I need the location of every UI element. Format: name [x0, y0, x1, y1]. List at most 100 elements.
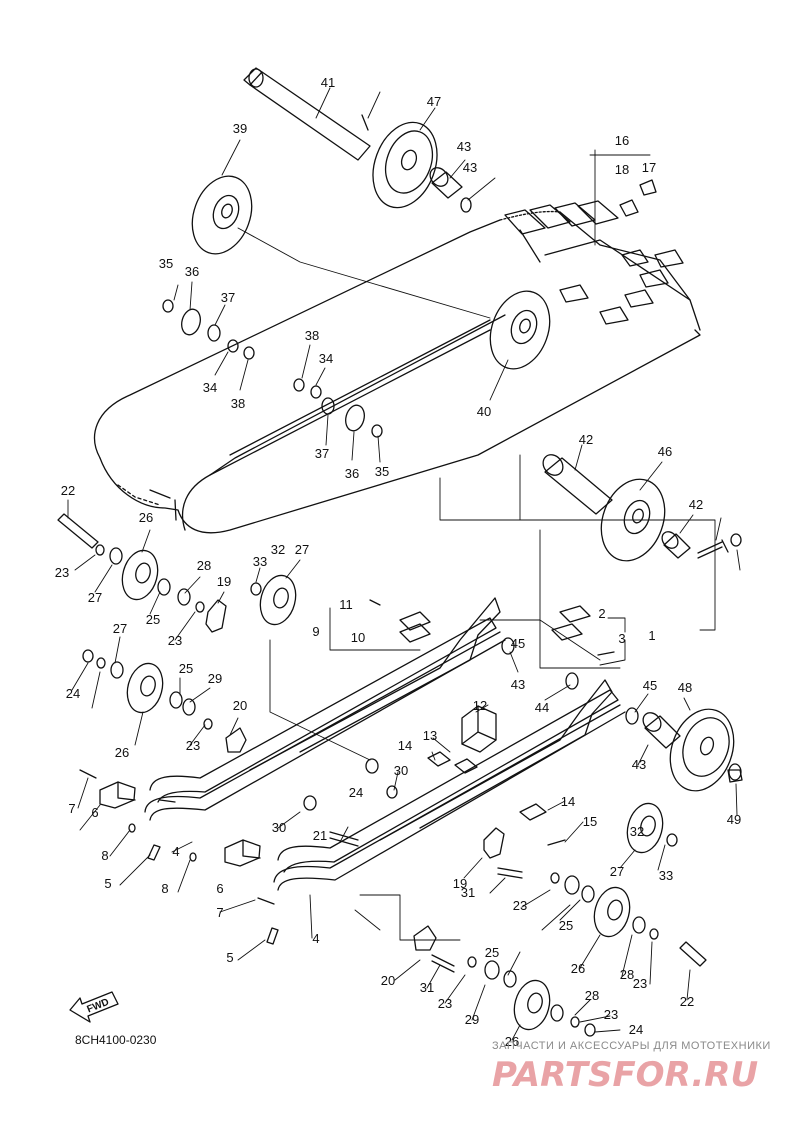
watermark-subtitle: ЗАПЧАСТИ И АКСЕССУАРЫ ДЛЯ МОТОТЕХНИКИ [492, 1040, 771, 1052]
callout-46: 46 [658, 444, 672, 459]
callout-38: 38 [231, 396, 245, 411]
bolts [57, 513, 743, 973]
pins [79, 114, 615, 905]
spacer-40 [661, 531, 691, 559]
shaft-41 [542, 454, 613, 515]
callout-20: 20 [233, 698, 247, 713]
callout-25: 25 [179, 661, 193, 676]
callout-26: 26 [571, 961, 585, 976]
callout-10: 10 [351, 630, 365, 645]
callout-32: 32 [271, 542, 285, 557]
wheel-38-top [191, 175, 253, 255]
callout-39: 39 [233, 121, 247, 136]
callout-6: 6 [91, 805, 98, 820]
callout-23: 23 [604, 1007, 618, 1022]
callout-37: 37 [315, 446, 329, 461]
wheel-31-upper [259, 574, 297, 626]
callout-36: 36 [185, 264, 199, 279]
callout-48: 48 [678, 680, 692, 695]
wheel-38-mid [489, 290, 551, 370]
callout-25: 25 [485, 945, 499, 960]
callout-17: 17 [642, 160, 656, 175]
slider-6-left [99, 781, 136, 809]
callout-7: 7 [68, 801, 75, 816]
callout-22: 22 [61, 483, 75, 498]
wheel-31-lower [626, 802, 664, 854]
callout-23: 23 [186, 738, 200, 753]
callout-25: 25 [559, 918, 573, 933]
bracket-20-lower [413, 925, 437, 951]
callout-7: 7 [216, 905, 223, 920]
callout-3: 3 [618, 631, 625, 646]
callout-18: 18 [615, 162, 629, 177]
callout-24: 24 [629, 1022, 643, 1037]
callout-30: 30 [394, 763, 408, 778]
callout-13: 13 [423, 728, 437, 743]
callout-29: 29 [465, 1012, 479, 1027]
callout-34: 34 [203, 380, 217, 395]
leader-lines [237, 149, 716, 941]
callout-26: 26 [505, 1034, 519, 1049]
callout-24: 24 [349, 785, 363, 800]
callout-5: 5 [104, 876, 111, 891]
slide-rail-left [144, 597, 506, 821]
callout-25: 25 [146, 612, 160, 627]
callout-23: 23 [633, 976, 647, 991]
slide-rail-right [273, 679, 626, 891]
plate-2 [551, 605, 591, 641]
callout-35: 35 [159, 256, 173, 271]
callout-40: 40 [477, 404, 491, 419]
callout-leaders [67, 87, 741, 1041]
callout-35: 35 [375, 464, 389, 479]
callout-9: 9 [312, 624, 319, 639]
track-belt [93, 200, 701, 534]
callout-15: 15 [583, 814, 597, 829]
spacer-42-right [642, 712, 681, 749]
callout-24: 24 [66, 686, 80, 701]
callout-42: 42 [579, 432, 593, 447]
callout-47: 47 [427, 94, 441, 109]
callout-37: 37 [221, 290, 235, 305]
bracket-19-lower [483, 827, 505, 859]
callout-41: 41 [321, 75, 335, 90]
callout-33: 33 [253, 554, 267, 569]
part-code: 8CH4100-0230 [75, 1033, 157, 1047]
callout-43: 43 [457, 139, 471, 154]
callout-32: 32 [630, 824, 644, 839]
callout-43: 43 [632, 757, 646, 772]
slider-6-right [224, 839, 261, 867]
wheel-45-right [669, 708, 735, 792]
callout-49: 49 [727, 812, 741, 827]
clip-17-18 [619, 179, 657, 217]
callout-26: 26 [115, 745, 129, 760]
wheel-26-upper [121, 549, 159, 601]
wheel-26-lower-right [593, 886, 631, 938]
callout-1: 1 [648, 628, 655, 643]
spacer-42-top [429, 167, 463, 199]
fwd-arrow [69, 991, 119, 1023]
callout-26: 26 [139, 510, 153, 525]
callout-19: 19 [217, 574, 231, 589]
callout-27: 27 [113, 621, 127, 636]
callout-14: 14 [561, 794, 575, 809]
callout-27: 27 [610, 864, 624, 879]
callout-27: 27 [295, 542, 309, 557]
callout-2: 2 [598, 606, 605, 621]
callout-28: 28 [585, 988, 599, 1003]
callout-23: 23 [55, 565, 69, 580]
callout-4: 4 [172, 844, 179, 859]
callout-36: 36 [345, 466, 359, 481]
callout-27: 27 [88, 590, 102, 605]
callout-45: 45 [511, 636, 525, 651]
callout-29: 29 [208, 671, 222, 686]
callout-12: 12 [473, 698, 487, 713]
callout-33: 33 [659, 868, 673, 883]
callout-31: 31 [461, 885, 475, 900]
callout-11: 11 [339, 597, 353, 612]
axle-39 [243, 67, 371, 161]
callout-6: 6 [216, 881, 223, 896]
callout-14: 14 [398, 738, 412, 753]
bracket-20-upper [225, 727, 247, 753]
